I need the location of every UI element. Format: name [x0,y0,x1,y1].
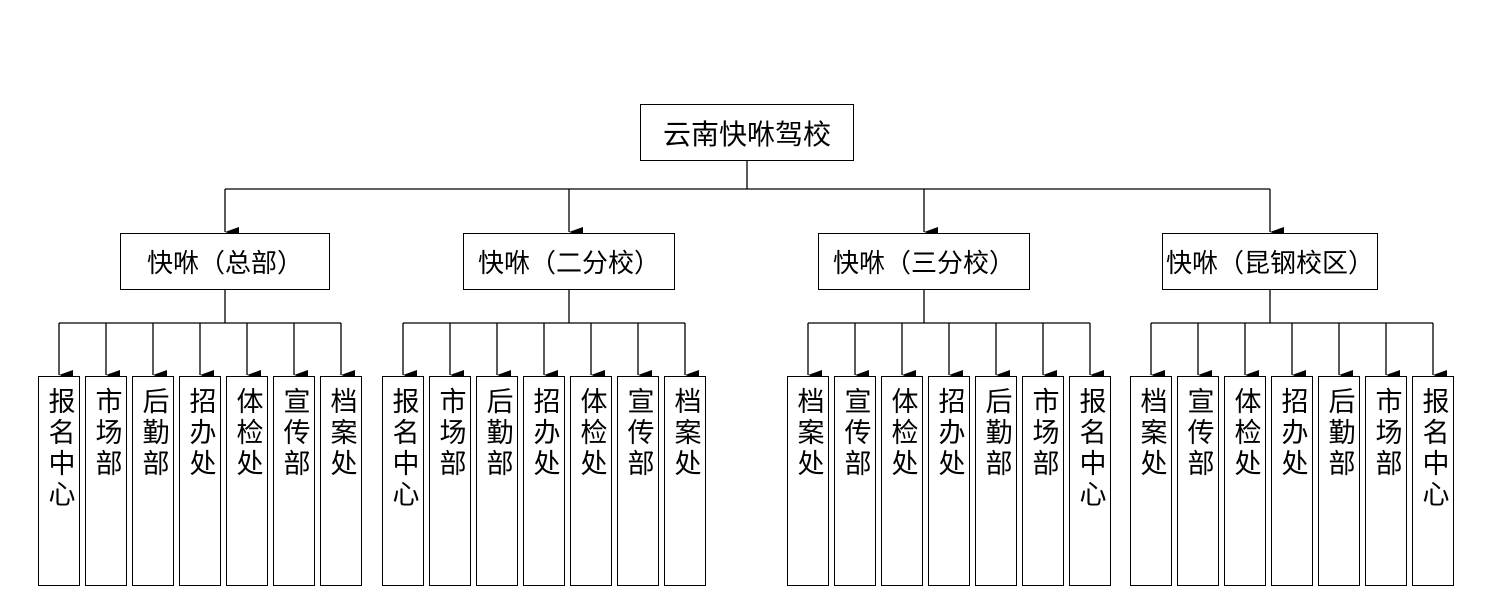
unit-node: 档案处 [664,376,706,586]
unit-node: 后勤部 [1318,376,1360,586]
unit-node: 后勤部 [476,376,518,586]
unit-node: 档案处 [320,376,362,586]
unit-node: 招办处 [1271,376,1313,586]
branch-node: 快咻（昆钢校区） [1162,233,1378,290]
unit-node: 后勤部 [132,376,174,586]
unit-node: 招办处 [179,376,221,586]
unit-node: 报名中心 [382,376,424,586]
unit-node: 招办处 [928,376,970,586]
unit-node: 体检处 [570,376,612,586]
unit-node: 体检处 [226,376,268,586]
root-node: 云南快咻驾校 [640,104,854,161]
unit-node: 宣传部 [273,376,315,586]
unit-node: 报名中心 [1412,376,1454,586]
unit-node: 市场部 [1022,376,1064,586]
branch-node: 快咻（二分校） [463,233,675,290]
unit-node: 招办处 [523,376,565,586]
unit-node: 市场部 [1365,376,1407,586]
branch-node: 快咻（总部） [120,233,330,290]
unit-node: 宣传部 [834,376,876,586]
unit-node: 市场部 [85,376,127,586]
unit-node: 宣传部 [1177,376,1219,586]
unit-node: 报名中心 [38,376,80,586]
unit-node: 体检处 [1224,376,1266,586]
unit-node: 宣传部 [617,376,659,586]
branch-node: 快咻（三分校） [818,233,1030,290]
unit-node: 档案处 [1130,376,1172,586]
unit-node: 市场部 [429,376,471,586]
unit-node: 体检处 [881,376,923,586]
unit-node: 档案处 [787,376,829,586]
unit-node: 报名中心 [1069,376,1111,586]
unit-node: 后勤部 [975,376,1017,586]
